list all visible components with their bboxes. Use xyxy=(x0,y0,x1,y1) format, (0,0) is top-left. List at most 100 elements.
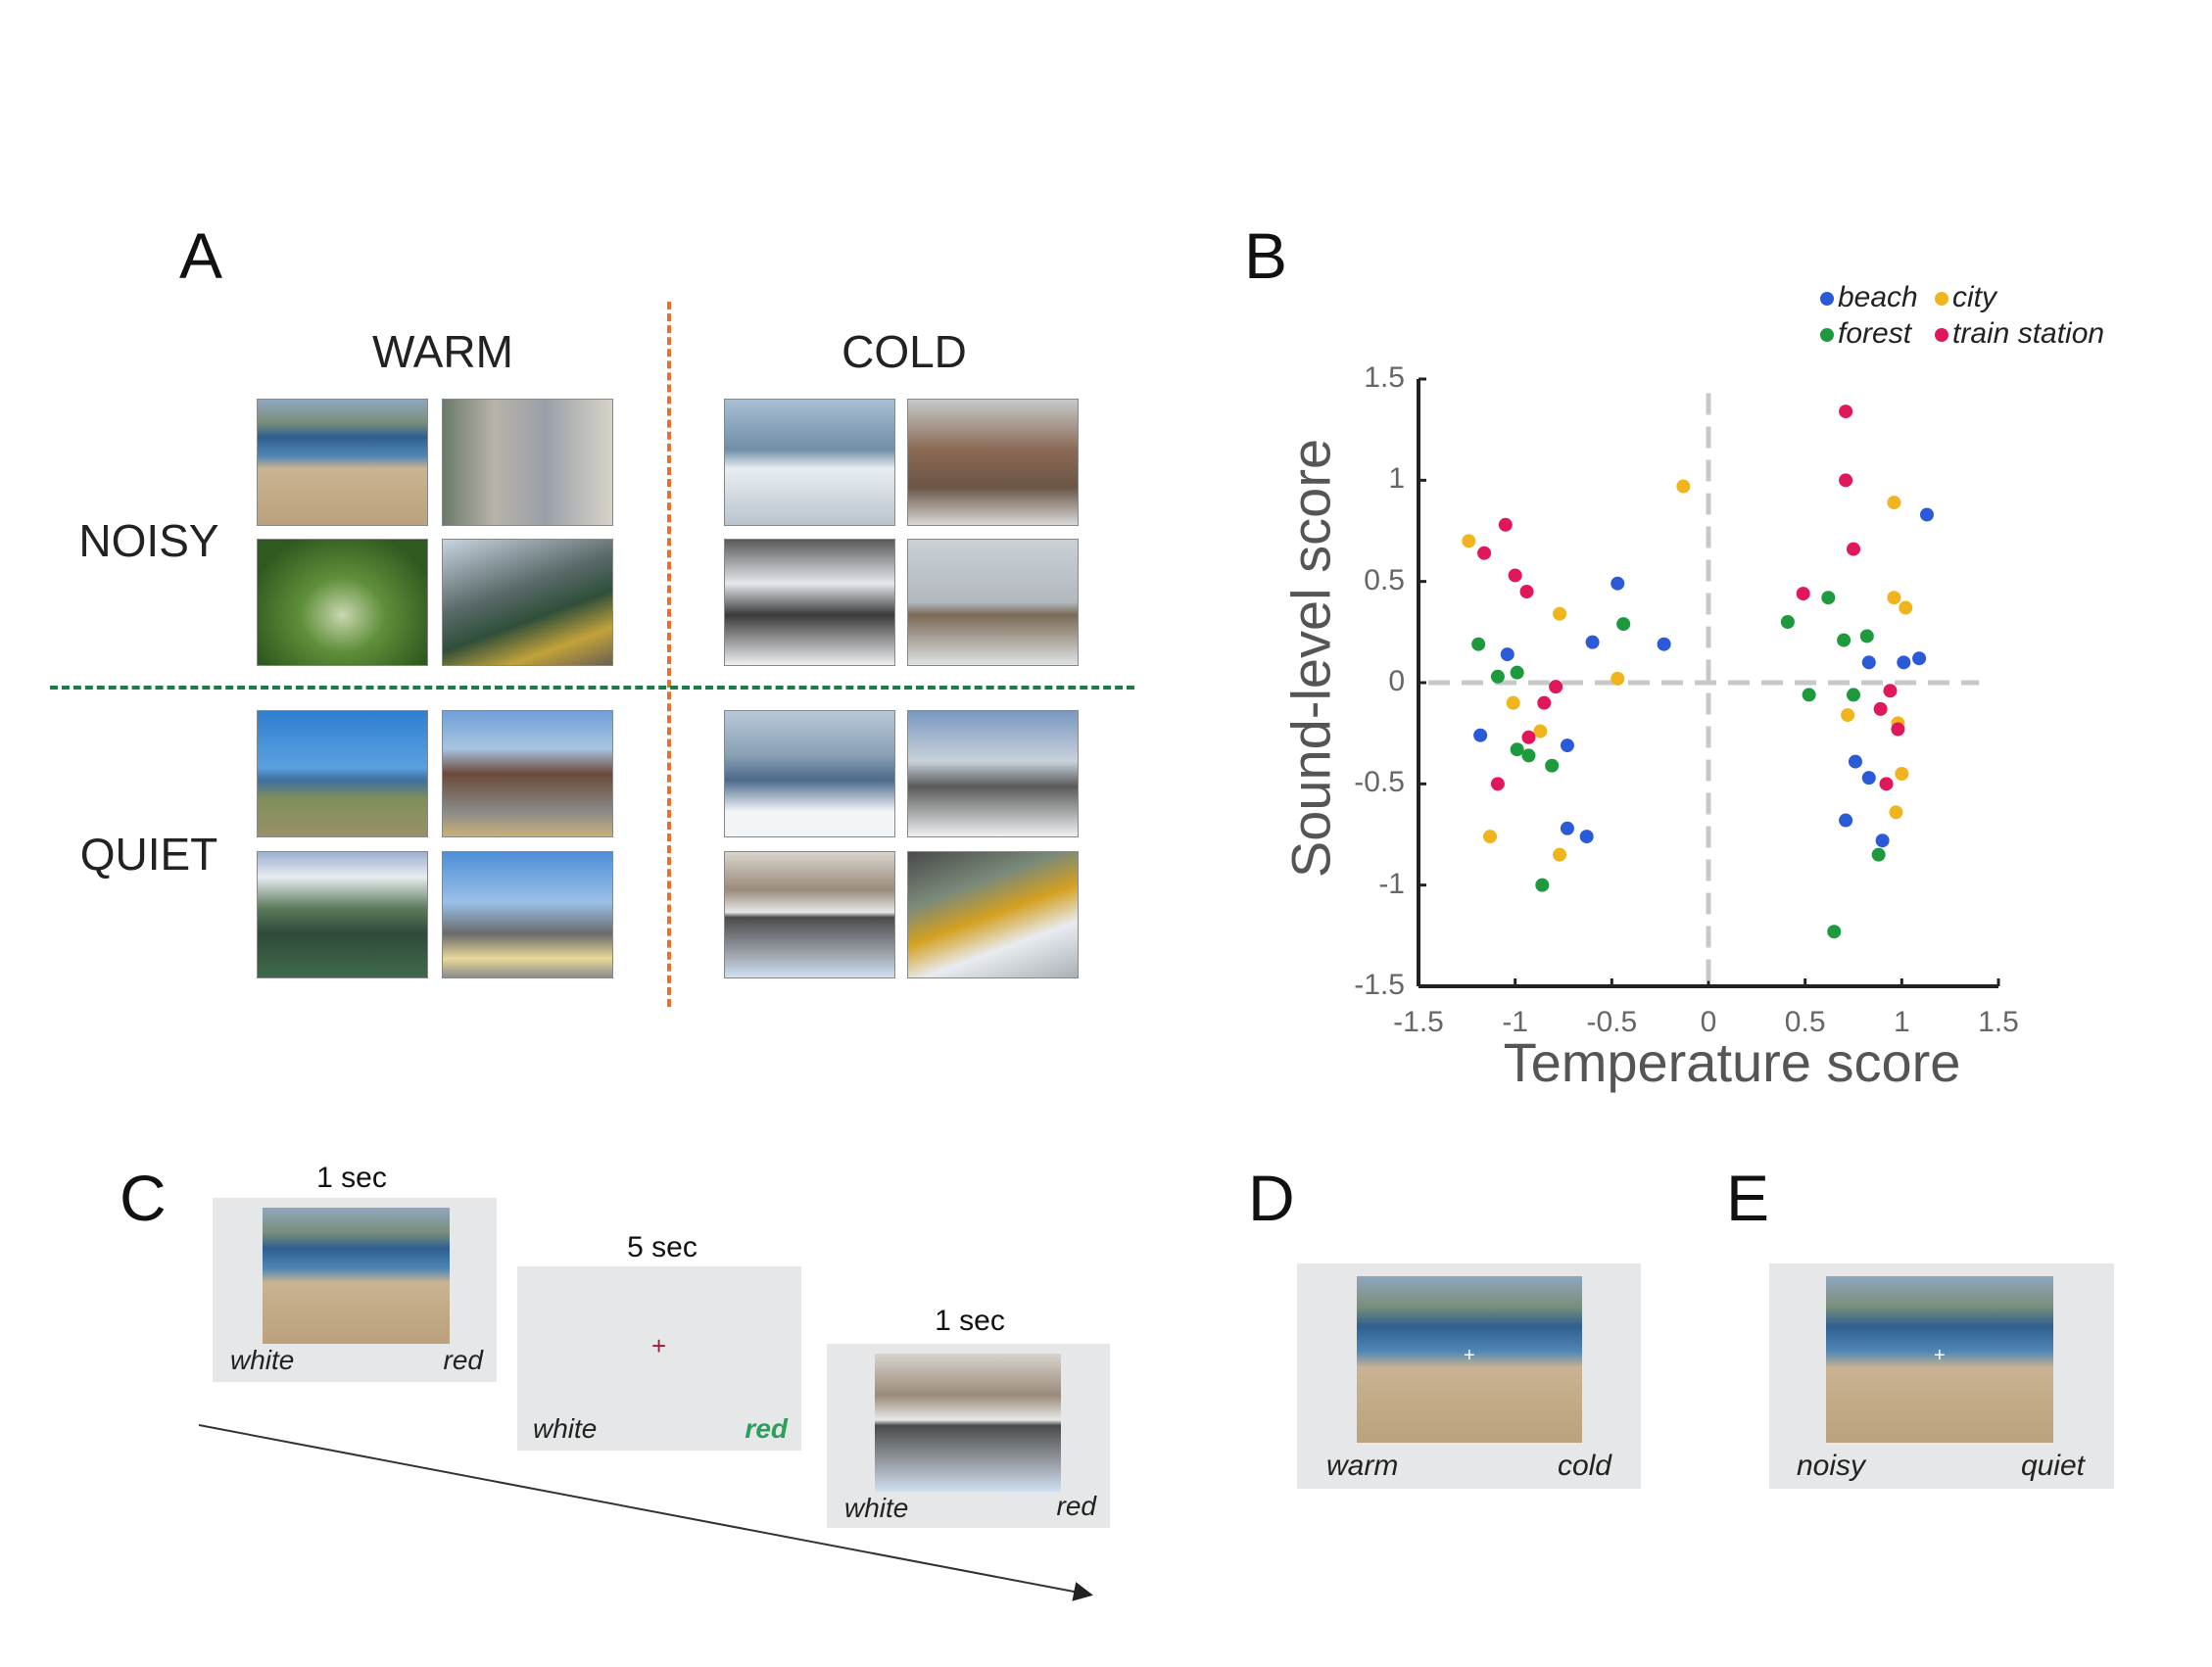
quiet-option: quiet xyxy=(2020,1450,2085,1482)
point-forest xyxy=(1871,847,1886,862)
trial-screen-3: white red xyxy=(827,1344,1110,1528)
x-tick-label: -1 xyxy=(1502,1006,1528,1038)
noisy-option: noisy xyxy=(1797,1450,1866,1482)
point-city xyxy=(1611,671,1625,686)
temperature-divider xyxy=(667,302,671,1007)
point-forest xyxy=(1471,637,1486,651)
cold-noisy-beach-photo xyxy=(724,399,895,526)
cold-quiet-forest-photo xyxy=(724,851,895,978)
screen1-right-option: red xyxy=(443,1345,483,1375)
x-tick-label: 1.5 xyxy=(1978,1006,2019,1038)
point-city xyxy=(1553,606,1567,621)
point-train-station xyxy=(1891,722,1905,737)
legend-forest: forest xyxy=(1820,317,1911,351)
point-train-station xyxy=(1796,587,1810,601)
point-forest xyxy=(1859,629,1874,643)
trial-screen-2: + white red xyxy=(517,1266,801,1451)
point-train-station xyxy=(1508,568,1522,583)
x-tick-label: 0 xyxy=(1700,1006,1717,1038)
cold-quiet-train-photo xyxy=(907,851,1079,978)
point-forest xyxy=(1802,688,1816,702)
point-train-station xyxy=(1839,473,1853,488)
point-city xyxy=(1533,724,1548,738)
x-tick-label: -1.5 xyxy=(1393,1006,1444,1038)
panel-e-label: E xyxy=(1726,1162,1770,1234)
point-city xyxy=(1887,591,1901,605)
point-forest xyxy=(1780,615,1795,629)
point-city xyxy=(1676,479,1691,494)
point-forest xyxy=(1847,688,1860,702)
x-axis-label: Temperature score xyxy=(1503,1031,1961,1093)
point-beach xyxy=(1861,771,1876,786)
point-beach xyxy=(1560,738,1574,753)
y-tick-label: 1.5 xyxy=(1364,361,1405,394)
point-forest xyxy=(1510,665,1524,680)
legend-train-station-marker xyxy=(1935,328,1948,343)
point-beach xyxy=(1473,728,1488,742)
fixation-cross: + xyxy=(1934,1345,1946,1366)
screen3-left-option: white xyxy=(844,1493,909,1523)
point-train-station xyxy=(1879,777,1894,791)
screen2-right-option-highlighted: red xyxy=(745,1413,788,1444)
point-forest xyxy=(1490,669,1505,684)
screen2-duration: 5 sec xyxy=(627,1231,697,1263)
point-city xyxy=(1899,600,1913,615)
point-city xyxy=(1841,708,1855,723)
point-forest xyxy=(1510,742,1524,757)
legend-city-marker xyxy=(1935,292,1948,307)
sound-level-rating-screen: + noisy quiet xyxy=(1769,1263,2114,1489)
warm-noisy-forest-photo xyxy=(257,539,428,666)
point-city xyxy=(1887,496,1901,510)
warm-option: warm xyxy=(1326,1450,1399,1482)
x-tick-label: -0.5 xyxy=(1586,1006,1638,1038)
point-beach xyxy=(1897,655,1911,670)
legend-forest-label: forest xyxy=(1838,317,1912,350)
point-city xyxy=(1483,830,1498,844)
legend-city: city xyxy=(1935,281,1996,314)
point-train-station xyxy=(1847,542,1860,556)
point-train-station xyxy=(1549,680,1563,694)
y-tick-label: -0.5 xyxy=(1354,766,1405,799)
warm-quiet-forest-photo xyxy=(257,851,428,978)
point-forest xyxy=(1521,748,1536,763)
panel-a-label: A xyxy=(179,219,223,292)
cold-noisy-train-photo xyxy=(907,539,1079,666)
x-tick-label: 1 xyxy=(1893,1006,1910,1038)
legend-beach: beach xyxy=(1820,281,1918,314)
point-train-station xyxy=(1839,405,1853,419)
y-axis-label: Sound-level score xyxy=(1279,438,1342,879)
point-forest xyxy=(1837,633,1851,647)
point-train-station xyxy=(1490,777,1505,791)
point-beach xyxy=(1919,507,1934,522)
warm-header: WARM xyxy=(372,326,513,377)
point-city xyxy=(1553,847,1567,862)
y-tick-label: 0 xyxy=(1388,665,1405,697)
beach-stimulus-photo xyxy=(1357,1276,1582,1443)
screen3-duration: 1 sec xyxy=(935,1305,1005,1337)
point-beach xyxy=(1579,830,1594,844)
point-beach xyxy=(1611,576,1625,591)
cold-option: cold xyxy=(1557,1450,1611,1482)
x-tick-label: 0.5 xyxy=(1784,1006,1826,1038)
quiet-header: QUIET xyxy=(79,829,218,880)
cold-quiet-beach-photo xyxy=(724,710,895,837)
screen1-duration: 1 sec xyxy=(316,1162,387,1194)
y-tick-label: 0.5 xyxy=(1364,563,1405,596)
point-forest xyxy=(1535,878,1550,892)
screen3-right-option: red xyxy=(1056,1491,1096,1521)
cold-header: COLD xyxy=(842,326,967,377)
point-train-station xyxy=(1873,701,1888,716)
legend-forest-marker xyxy=(1820,328,1834,343)
point-train-station xyxy=(1537,695,1552,710)
y-tick-label: -1.5 xyxy=(1354,969,1405,1001)
beach-stimulus-photo xyxy=(1826,1276,2053,1443)
panel-b-label: B xyxy=(1244,219,1288,292)
snow-reflection-stimulus-photo xyxy=(875,1354,1061,1492)
cold-noisy-city-photo xyxy=(907,399,1079,526)
beach-stimulus-photo xyxy=(263,1208,450,1344)
fixation-cross: + xyxy=(651,1331,667,1360)
point-beach xyxy=(1560,821,1574,835)
panel-c-label: C xyxy=(120,1162,167,1234)
